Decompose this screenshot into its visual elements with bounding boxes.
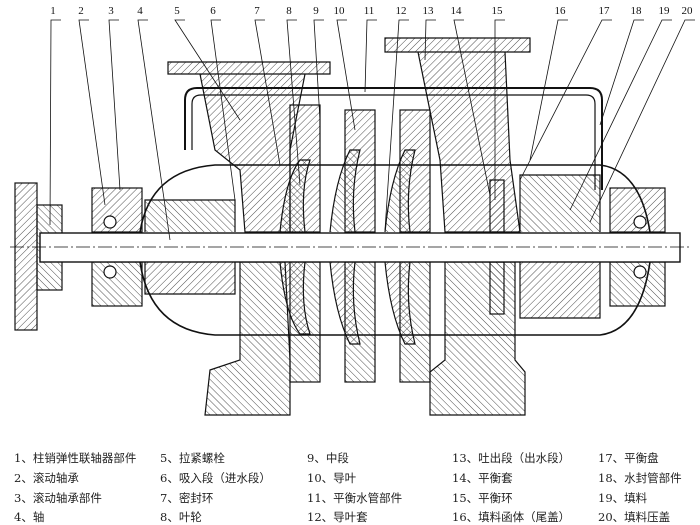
legend-item: 11、平衡水管部件 — [307, 491, 403, 505]
leader-line — [529, 19, 568, 161]
legend-item: 15、平衡环 — [452, 491, 513, 505]
callout-number: 9 — [313, 5, 319, 17]
legend-item: 6、吸入段（进水段） — [160, 471, 271, 485]
legend-item: 12、导叶套 — [307, 510, 368, 524]
leader-line — [49, 19, 61, 226]
legend-item: 3、滚动轴承部件 — [14, 491, 102, 505]
leader-line — [174, 19, 241, 121]
leader-line — [78, 19, 106, 206]
legend-item: 4、轴 — [14, 510, 45, 524]
leader-line — [453, 19, 491, 196]
callout-number: 18 — [631, 5, 643, 17]
legend-item: 10、导叶 — [307, 471, 357, 485]
legend-item: 19、填料 — [598, 491, 648, 505]
leader-line — [494, 19, 505, 200]
callout-number: 8 — [286, 5, 292, 17]
callout-number: 7 — [254, 5, 260, 17]
callout-number: 10 — [334, 5, 346, 17]
legend-item: 13、吐出段（出水段） — [452, 451, 571, 465]
legend-item: 16、填料函体（尾盖） — [452, 510, 571, 524]
callout-number: 20 — [682, 5, 694, 17]
parts-legend: 1、柱销弹性联轴器部件 2、滚动轴承 3、滚动轴承部件 4、轴 5、拉紧螺栓 6、吸入段（… — [0, 446, 700, 524]
leader-line — [424, 19, 436, 61]
leader-line — [108, 19, 121, 191]
callout-number: 6 — [210, 5, 216, 17]
leader-line — [364, 19, 377, 93]
legend-item: 17、平衡盘 — [598, 451, 659, 465]
leader-line — [286, 19, 301, 186]
legend-item: 1、柱销弹性联轴器部件 — [14, 451, 137, 465]
leader-line — [313, 19, 324, 121]
leader-line — [137, 19, 171, 241]
legend-item: 2、滚动轴承 — [14, 471, 79, 485]
callout-number: 17 — [599, 5, 611, 17]
leader-line — [589, 19, 695, 223]
right-bearing — [609, 187, 666, 307]
leader-line — [210, 19, 236, 201]
callout-number: 3 — [108, 5, 114, 17]
leader-line — [384, 19, 409, 231]
callout-number: 14 — [451, 5, 463, 17]
callout-number: 4 — [137, 5, 143, 17]
leader-line — [336, 19, 356, 131]
legend-item: 8、叶轮 — [160, 510, 202, 524]
callout-number: 2 — [78, 5, 84, 17]
legend-item: 18、水封管部件 — [598, 471, 682, 485]
leader-line — [569, 19, 672, 211]
legend-item: 7、密封环 — [160, 491, 214, 505]
shaft — [39, 232, 681, 263]
legend-item: 14、平衡套 — [452, 471, 513, 485]
leader-line — [519, 19, 612, 181]
leader-line — [599, 19, 644, 126]
callout-number: 16 — [555, 5, 567, 17]
callout-number: 15 — [492, 5, 504, 17]
callout-number: 1 — [50, 5, 56, 17]
callout-number: 19 — [659, 5, 671, 17]
callout-number: 5 — [174, 5, 180, 17]
callout-number: 11 — [364, 5, 375, 17]
leader-line — [254, 19, 281, 166]
legend-item: 20、填料压盖 — [598, 510, 671, 524]
legend-item: 5、拉紧螺栓 — [160, 451, 225, 465]
balance-water-pipe — [184, 87, 603, 190]
callout-number: 12 — [396, 5, 407, 17]
legend-item: 9、中段 — [307, 451, 349, 465]
impellers — [279, 149, 416, 345]
callout-number: 13 — [423, 5, 435, 17]
